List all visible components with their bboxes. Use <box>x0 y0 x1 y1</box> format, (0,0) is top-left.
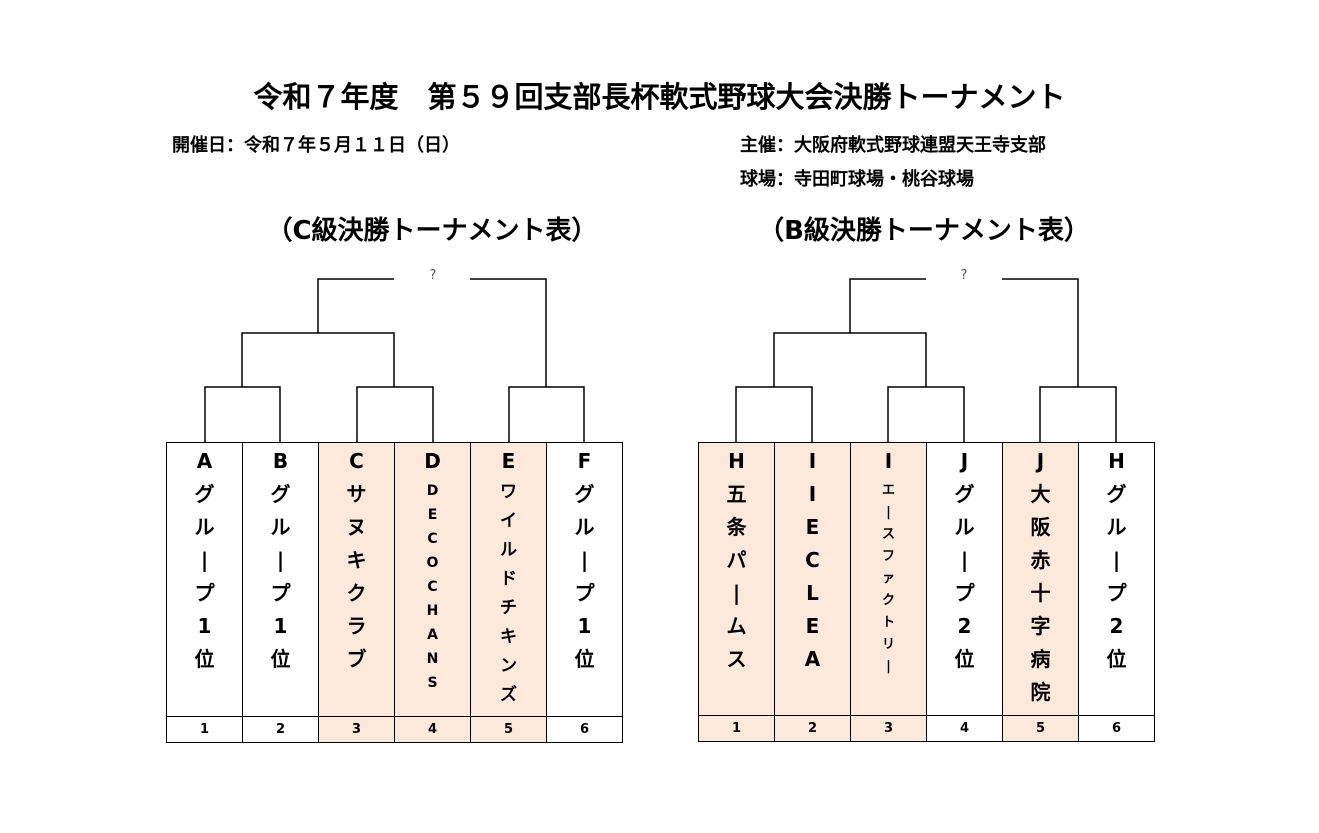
team-group-letter: D <box>424 449 441 473</box>
seed-number: 5 <box>1002 715 1079 742</box>
team-group-letter: I <box>884 449 893 473</box>
seed-number: 4 <box>394 716 471 743</box>
team-group-letter: I <box>808 449 817 473</box>
bracket-b-lines <box>735 278 1117 442</box>
team-name: エ|スファクトリ| <box>881 483 895 674</box>
seed-number: 4 <box>926 715 1003 742</box>
seed-number: 6 <box>1078 715 1155 742</box>
team-group-letter: H <box>728 449 745 473</box>
bracket-c-lines <box>204 278 585 442</box>
team-group-letter: B <box>272 449 289 473</box>
seed-row: 1 2 3 4 5 6 <box>698 715 1155 742</box>
bracket-c-subtitle: （C級決勝トーナメント表） <box>266 216 598 246</box>
organizer: 主催：大阪府軟式野球連盟天王寺支部 <box>740 135 1046 156</box>
team-group-letter: A <box>196 449 213 473</box>
team-cell: C サヌキクラブ <box>318 442 395 717</box>
team-name: ワイルドチキンズ <box>500 482 517 705</box>
team-group-letter: F <box>577 449 592 473</box>
team-group-letter: J <box>960 449 969 473</box>
seed-number: 1 <box>166 716 243 743</box>
seed-number: 1 <box>698 715 775 742</box>
team-cell: E ワイルドチキンズ <box>470 442 547 717</box>
venue: 球場：寺田町球場・桃谷球場 <box>740 169 974 190</box>
bracket-c-winner: ? <box>429 268 437 283</box>
team-cell: H 五条パ|ムス <box>698 442 775 716</box>
bracket-b-subtitle: （B級決勝トーナメント表） <box>758 216 1090 246</box>
team-group-letter: E <box>501 449 516 473</box>
bracket-b-winner: ? <box>960 268 968 283</box>
seed-row: 1 2 3 4 5 6 <box>166 716 623 743</box>
seed-number: 3 <box>850 715 927 742</box>
seed-number: 2 <box>774 715 851 742</box>
team-cell: I エ|スファクトリ| <box>850 442 927 716</box>
team-cell: J 大阪赤十字病院 <box>1002 442 1079 716</box>
page-title: 令和７年度 第５９回支部長杯軟式野球大会決勝トーナメント <box>253 80 1066 114</box>
team-group-letter: H <box>1108 449 1125 473</box>
seed-number: 2 <box>242 716 319 743</box>
team-name: 五条パ|ムス <box>726 482 747 671</box>
team-group-letter: J <box>1036 449 1045 473</box>
event-date: 開催日：令和７年５月１１日（日） <box>172 135 460 156</box>
team-name: 大阪赤十字病院 <box>1030 482 1051 704</box>
team-name: サヌキクラブ <box>346 482 367 671</box>
seed-number: 5 <box>470 716 547 743</box>
seed-number: 3 <box>318 716 395 743</box>
team-group-letter: C <box>349 449 364 473</box>
seed-number: 6 <box>546 716 623 743</box>
